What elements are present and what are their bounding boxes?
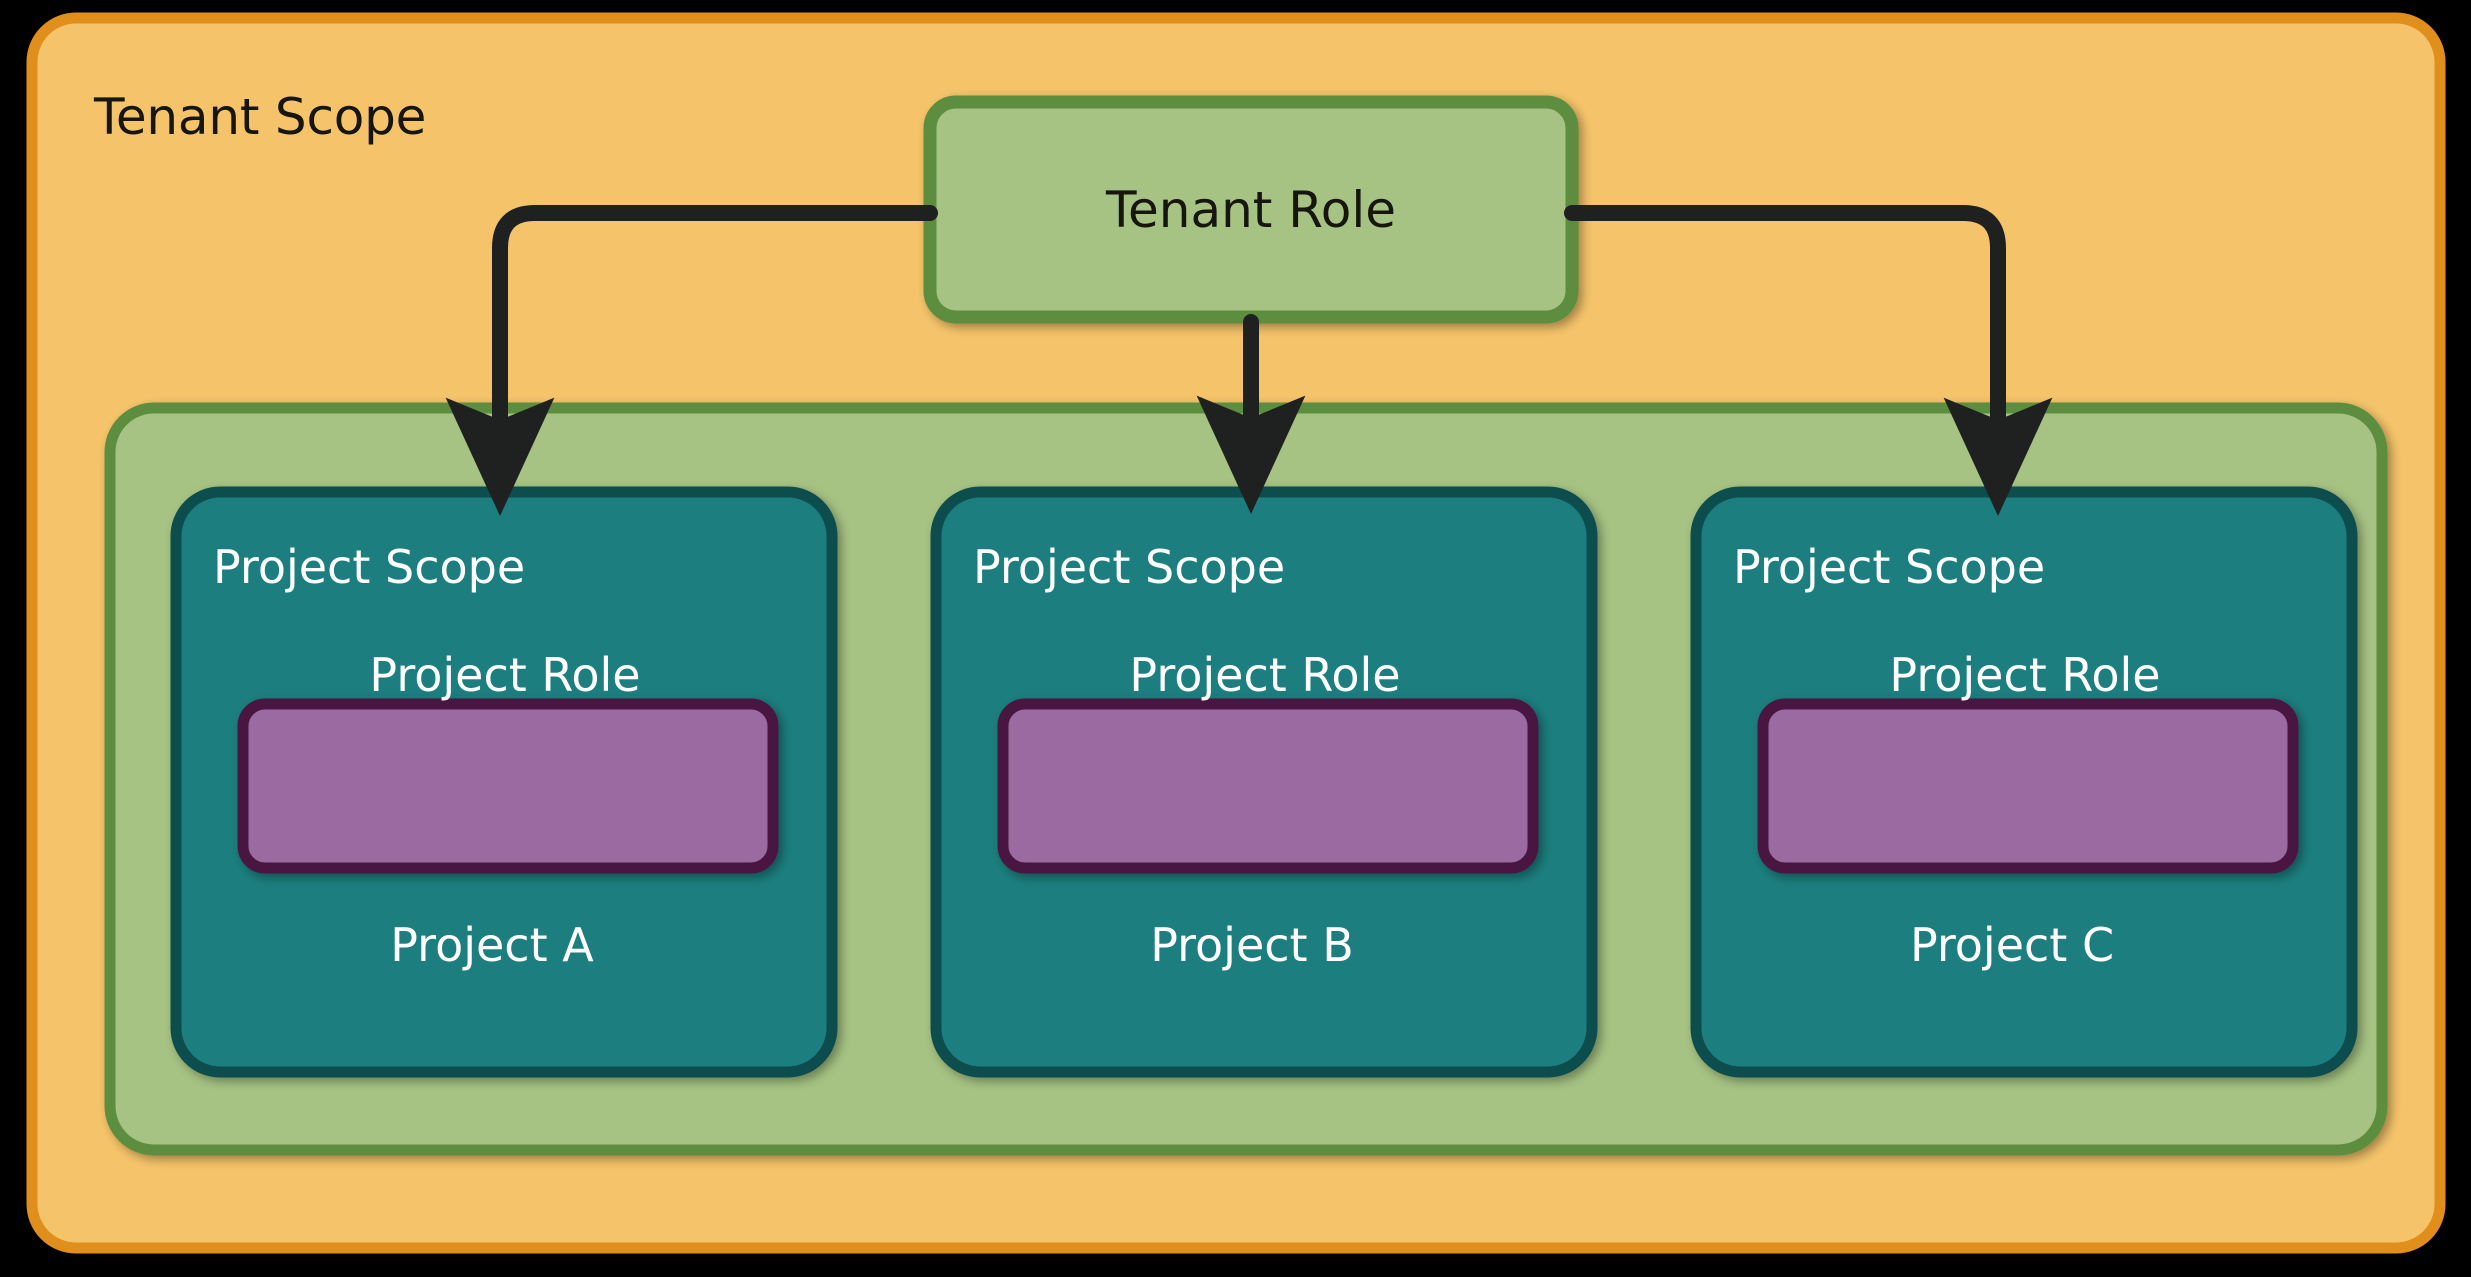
- project-role-box-b[interactable]: [997, 698, 1539, 874]
- tenant-role-box[interactable]: [923, 95, 1579, 324]
- project-role-box-c[interactable]: [1757, 698, 2299, 874]
- project-role-box-a[interactable]: [237, 698, 779, 874]
- edge-tenant-role-to-project-c: [1564, 205, 2053, 516]
- edge-tenant-role-to-project-a: [445, 205, 938, 516]
